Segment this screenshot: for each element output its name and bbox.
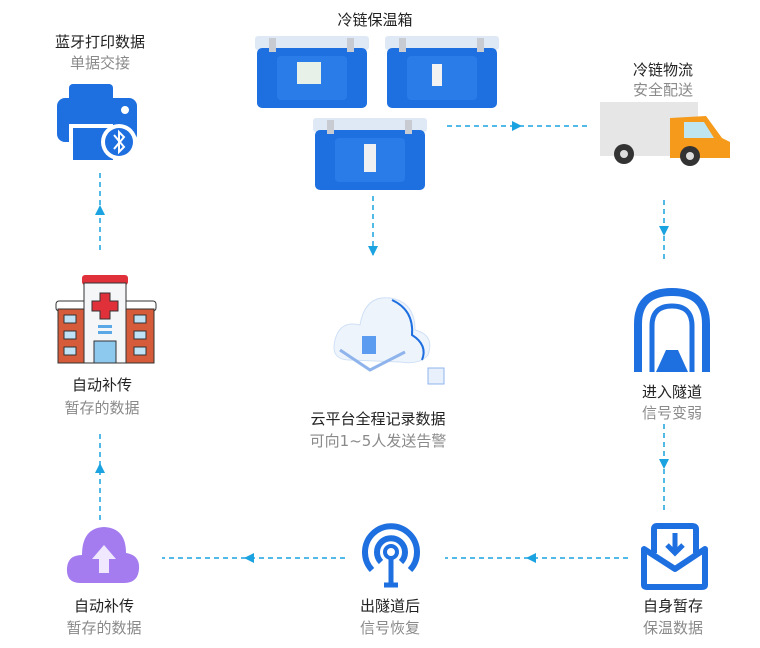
cloud-title: 云平台全程记录数据: [310, 410, 446, 428]
upload-title: 自动补传: [73, 597, 135, 615]
arrowhead-up: [95, 463, 105, 473]
upload-subtitle: 暂存的数据: [66, 619, 142, 637]
coolbox-title: 冷链保温箱: [337, 11, 413, 29]
arrowhead-up: [95, 205, 105, 215]
exit-subtitle: 信号恢复: [359, 619, 421, 637]
inbox-download-icon: [641, 523, 708, 590]
signal-antenna-icon: [362, 523, 420, 588]
cloud-platform-icon: [333, 297, 445, 385]
printer-title: 蓝牙打印数据: [54, 33, 146, 51]
store-title: 自身暂存: [642, 597, 704, 615]
tunnel-icon: [634, 288, 710, 372]
bluetooth-printer-icon: [57, 84, 137, 160]
cloud-subtitle: 可向1~5人发送告警: [309, 432, 447, 450]
arrowhead-down: [368, 246, 378, 256]
printer-subtitle: 单据交接: [69, 54, 131, 72]
logistics-subtitle: 安全配送: [632, 81, 694, 99]
logistics-title: 冷链物流: [632, 61, 694, 79]
hospital-subtitle: 暂存的数据: [64, 399, 140, 417]
arrowhead-down: [659, 459, 669, 469]
tunnel-title: 进入隧道: [641, 383, 703, 401]
arrowhead-down: [659, 226, 669, 236]
hospital-title: 自动补传: [71, 376, 133, 394]
truck-icon: [600, 102, 730, 166]
exit-title: 出隧道后: [359, 597, 421, 615]
store-subtitle: 保温数据: [642, 619, 704, 637]
arrowhead-right: [512, 121, 522, 131]
cool-box-icon: [255, 36, 499, 190]
arrowhead-left: [526, 553, 536, 563]
cloud-upload-icon: [66, 527, 140, 583]
tunnel-subtitle: 信号变弱: [641, 404, 703, 422]
hospital-icon: [55, 275, 157, 364]
arrowhead-left: [244, 553, 254, 563]
